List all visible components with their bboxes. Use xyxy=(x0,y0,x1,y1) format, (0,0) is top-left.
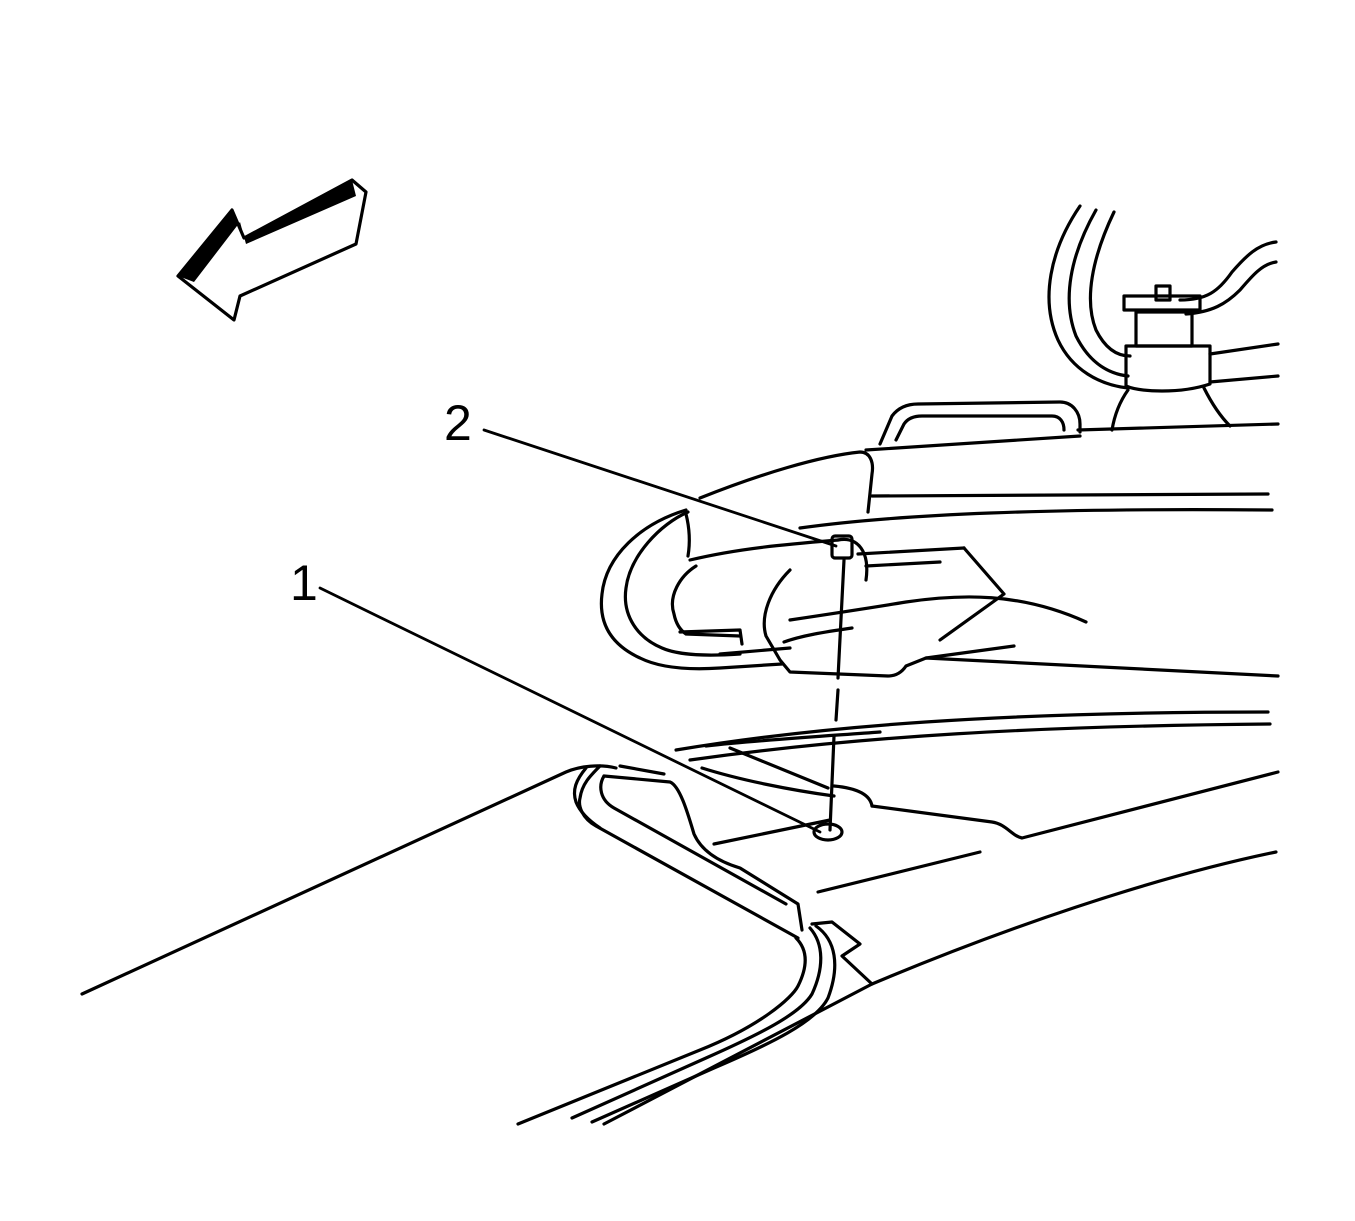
direction-arrow-icon xyxy=(176,178,368,322)
fastener-pin xyxy=(828,534,854,832)
callout-2-leader xyxy=(482,428,838,548)
upper-body-structure xyxy=(1047,204,1280,432)
floor-panel xyxy=(80,710,1280,1126)
upper-trim-panel xyxy=(599,434,1280,678)
callout-1-leader xyxy=(318,586,822,834)
bracket-handle xyxy=(878,400,1082,446)
callout-2-label: 2 xyxy=(444,395,472,451)
callout-1-label: 1 xyxy=(290,555,318,611)
callout-leaders xyxy=(318,428,838,834)
